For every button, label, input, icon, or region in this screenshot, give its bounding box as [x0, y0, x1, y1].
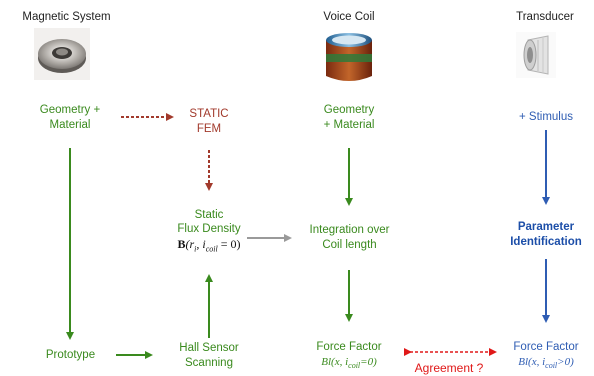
parameter-line2: Identification — [498, 235, 594, 250]
flux-density-formula: B(ri, icoil = 0) — [150, 237, 268, 256]
integration-line1: Integration over — [292, 223, 407, 238]
transducer-force-factor-formula: Bl(x, icoil>0) — [498, 355, 594, 373]
static-flux-line1: Static — [160, 208, 258, 223]
prototype-label: Prototype — [28, 348, 113, 363]
magnetic-material-label: Material — [20, 118, 120, 133]
hall-sensor-line1: Hall Sensor — [160, 341, 258, 356]
magnetic-geometry-label: Geometry + — [20, 103, 120, 118]
agreement-label: Agreement ? — [404, 361, 494, 376]
stimulus-label: + Stimulus — [500, 110, 592, 125]
force-factor-formula: Bl(x, icoil=0) — [296, 355, 402, 373]
static-fem-line2: FEM — [170, 122, 248, 137]
voice-coil-title: Voice Coil — [300, 10, 398, 25]
force-factor-title: Force Factor — [300, 340, 398, 355]
coil-material-label: + Material — [300, 118, 398, 133]
hall-sensor-line2: Scanning — [160, 356, 258, 371]
magnetic-system-title: Magnetic System — [9, 10, 124, 25]
transducer-title: Transducer — [500, 10, 590, 25]
parameter-line1: Parameter — [498, 220, 594, 235]
coil-geometry-label: Geometry — [300, 103, 398, 118]
magnet-ring-photo — [34, 28, 90, 80]
static-fem-line1: STATIC — [170, 107, 248, 122]
voice-coil-photo — [326, 33, 372, 81]
integration-line2: Coil length — [292, 238, 407, 253]
static-flux-line2: Flux Density — [160, 222, 258, 237]
transducer-force-factor-title: Force Factor — [500, 340, 592, 355]
loudspeaker-photo — [516, 32, 556, 78]
